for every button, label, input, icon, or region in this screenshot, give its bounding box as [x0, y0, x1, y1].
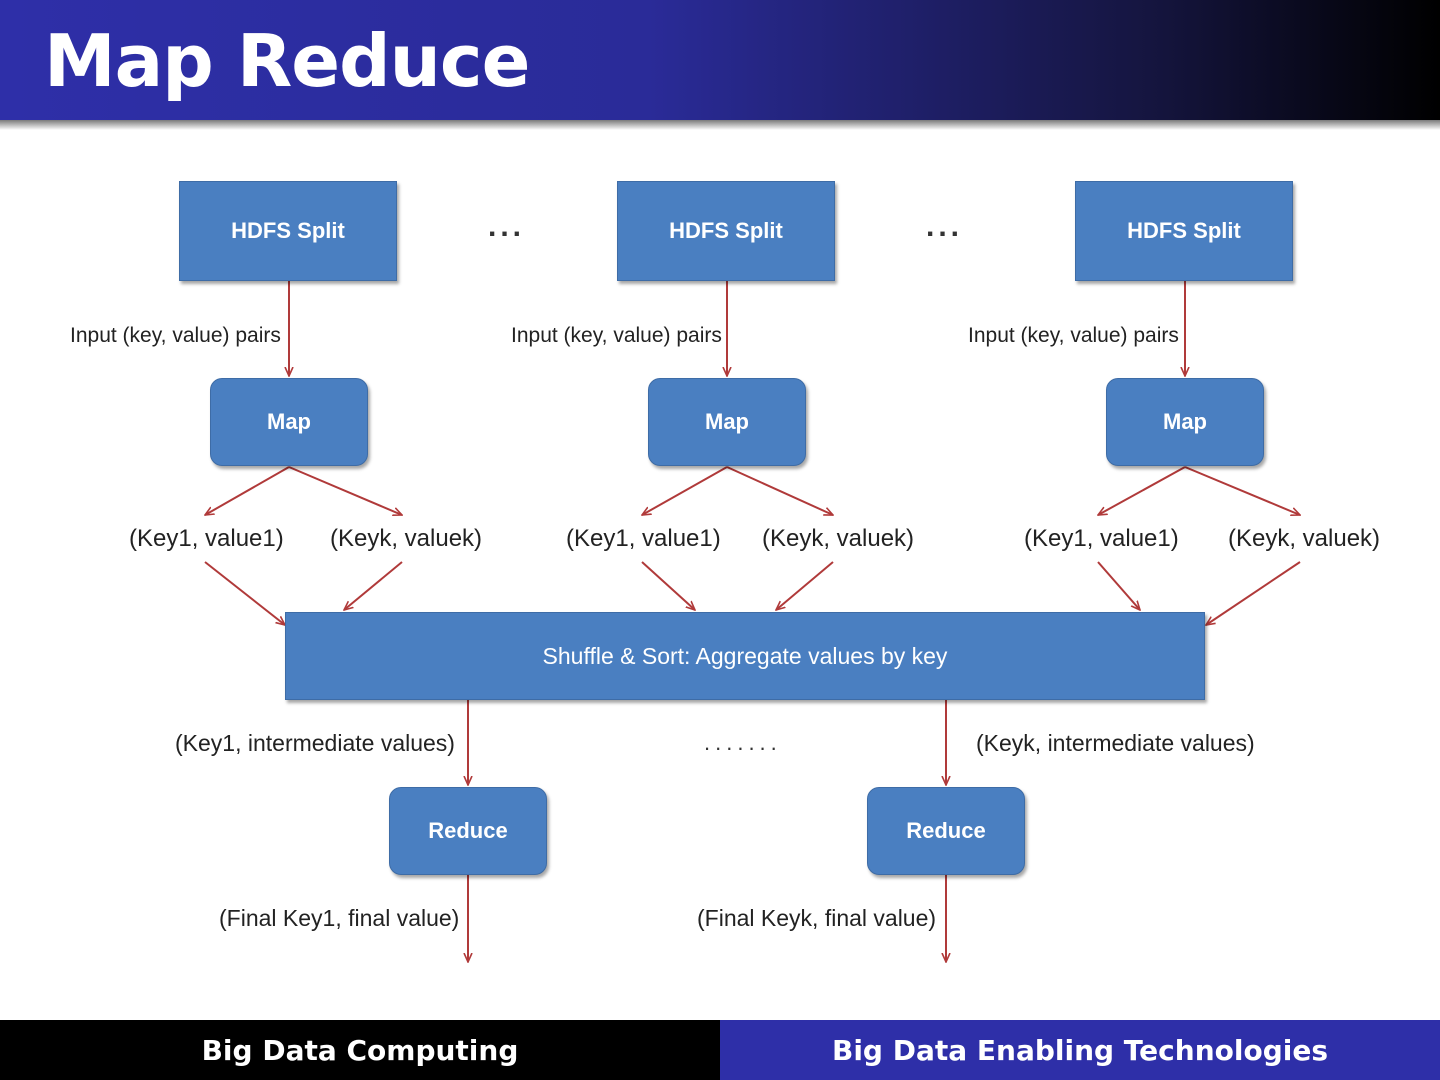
- map1-output-first: (Key1, value1): [129, 525, 284, 552]
- arrow-map1-outk: [288, 466, 402, 515]
- footer-topic: Big Data Enabling Technologies: [720, 1020, 1440, 1080]
- slide-header: Map Reduce: [0, 0, 1440, 120]
- map1-output-last: (Keyk, valuek): [330, 525, 483, 552]
- arrow-out3-shuffle: [641, 561, 695, 610]
- arrow-map3-out1: [1098, 466, 1186, 515]
- arrow-out4-shuffle: [776, 561, 834, 610]
- hdfs-split-1: HDFS Split: [179, 181, 397, 281]
- input-label-3: Input (key, value) pairs: [968, 324, 1179, 347]
- input-label-1: Input (key, value) pairs: [70, 324, 281, 347]
- intermediate-ellipsis: .......: [704, 730, 782, 755]
- map-box-2: Map: [648, 378, 806, 466]
- intermediate-label-1: (Key1, intermediate values): [175, 730, 455, 756]
- split-ellipsis-1: ...: [488, 210, 526, 243]
- footer-course-text: Big Data Computing: [201, 1033, 519, 1067]
- map3-output-first: (Key1, value1): [1024, 525, 1179, 552]
- map2-output-first: (Key1, value1): [566, 525, 721, 552]
- map-box-3: Map: [1106, 378, 1264, 466]
- final-label-1: (Final Key1, final value): [219, 905, 460, 931]
- final-label-2: (Final Keyk, final value): [697, 905, 937, 931]
- header-divider: [0, 120, 1440, 130]
- arrow-out6-shuffle: [1206, 561, 1301, 625]
- arrow-map1-out1: [205, 466, 290, 515]
- input-label-2: Input (key, value) pairs: [511, 324, 722, 347]
- arrow-out1-shuffle: [204, 561, 285, 625]
- map3-output-last: (Keyk, valuek): [1228, 525, 1381, 552]
- map-box-1: Map: [210, 378, 368, 466]
- arrow-map3-outk: [1184, 466, 1300, 515]
- reduce-box-2: Reduce: [867, 787, 1025, 875]
- arrow-out5-shuffle: [1097, 561, 1140, 610]
- arrow-map2-out1: [642, 466, 728, 515]
- shuffle-sort-box: Shuffle & Sort: Aggregate values by key: [285, 612, 1205, 700]
- slide-title: Map Reduce: [44, 19, 530, 103]
- hdfs-split-3: HDFS Split: [1075, 181, 1293, 281]
- hdfs-split-2: HDFS Split: [617, 181, 835, 281]
- map2-output-last: (Keyk, valuek): [762, 525, 915, 552]
- footer-course: Big Data Computing: [0, 1020, 720, 1080]
- footer-topic-text: Big Data Enabling Technologies: [831, 1033, 1328, 1067]
- reduce-box-1: Reduce: [389, 787, 547, 875]
- arrow-map2-outk: [726, 466, 833, 516]
- mapreduce-diagram: HDFS Split HDFS Split HDFS Split ... ...…: [0, 130, 1440, 1010]
- intermediate-label-2: (Keyk, intermediate values): [976, 730, 1255, 756]
- split-ellipsis-2: ...: [926, 210, 964, 243]
- arrow-out2-shuffle: [344, 561, 403, 610]
- diagram-connectors: [0, 281, 1440, 1010]
